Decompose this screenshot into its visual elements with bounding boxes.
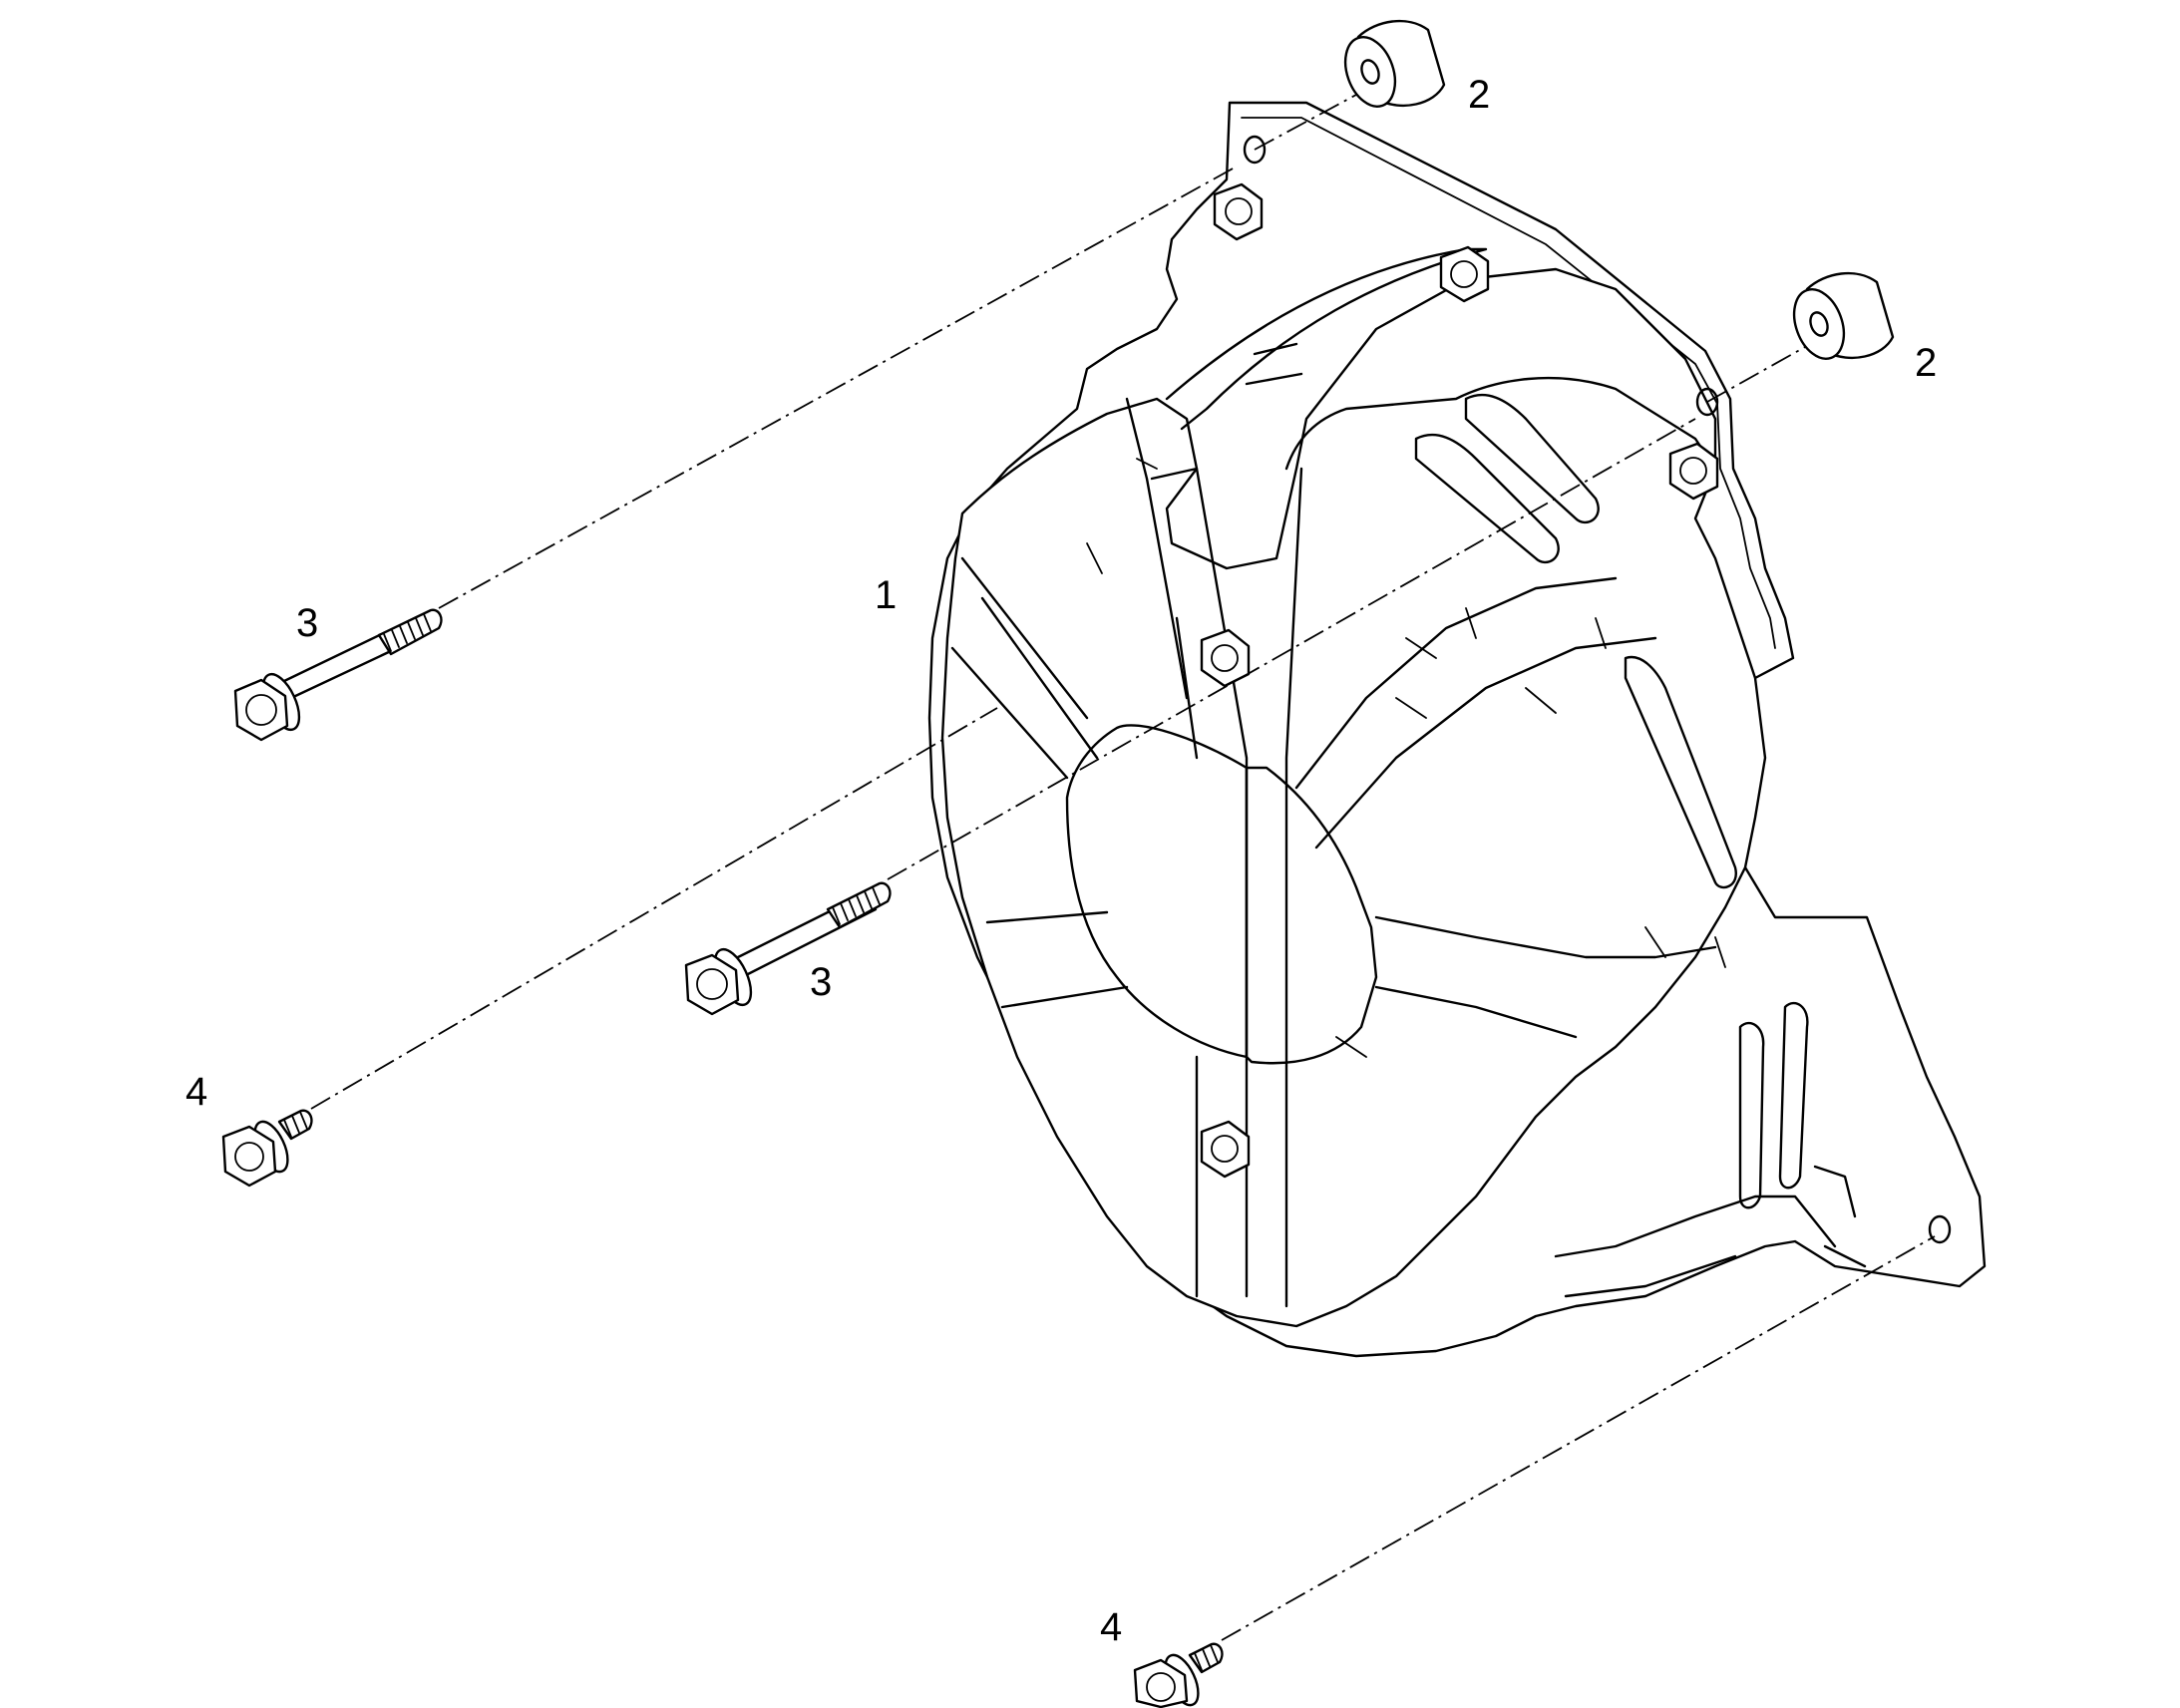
shield-center-cap xyxy=(1065,724,1249,1059)
center-line-lower-bolt xyxy=(887,418,1696,880)
rib-left-upper xyxy=(950,556,1099,780)
cooling-slot-6 xyxy=(1245,342,1303,386)
shield-bolt-right xyxy=(1668,442,1719,501)
vertical-strap-edge xyxy=(1125,397,1303,1308)
callout-shield: 1 xyxy=(875,573,897,617)
heat-shield-assembly xyxy=(927,101,1987,1358)
lower-deflector xyxy=(1554,1195,1837,1298)
shield-bolt-middle xyxy=(1200,628,1251,688)
rib-right-lower xyxy=(1374,915,1717,1039)
spacer-right xyxy=(1792,271,1895,360)
assembly-center-lines xyxy=(310,94,1936,1641)
short-bolt-left xyxy=(221,1109,313,1188)
shield-bolt-top-left xyxy=(1213,182,1264,241)
shield-bolt-top-center xyxy=(1439,245,1490,303)
callout-long-bolt-lower: 3 xyxy=(810,960,832,1004)
center-line-upper-bolt xyxy=(438,167,1236,609)
callout-short-bolt-left: 4 xyxy=(185,1070,207,1114)
upper-strap-band xyxy=(1284,376,1717,471)
shield-tick-marks xyxy=(1086,458,1726,1058)
plate-inner-edge xyxy=(1241,117,1776,649)
center-line-top-spacer xyxy=(1254,94,1357,151)
spacer-top xyxy=(1343,19,1446,108)
center-line-left-short-bolt xyxy=(310,707,998,1110)
cooling-slot-5 xyxy=(1778,1001,1809,1190)
deflector-ends xyxy=(1813,1165,1867,1268)
long-bolt-lower xyxy=(684,881,892,1016)
shield-bolt-lower xyxy=(1200,1120,1251,1179)
vertical-strap xyxy=(1150,467,1249,1298)
shield-cap-right xyxy=(1245,766,1378,1065)
mount-hole-top xyxy=(1243,135,1267,165)
rib-right-upper xyxy=(1294,576,1657,850)
cooling-slot-1 xyxy=(1414,433,1560,564)
mount-hole-bottom xyxy=(1928,1214,1952,1244)
rib-left-lower xyxy=(985,910,1129,1009)
mount-hole-right xyxy=(1695,387,1719,417)
callout-spacer-top: 2 xyxy=(1468,73,1490,117)
cooling-slot-2 xyxy=(1464,393,1600,524)
long-bolt-upper xyxy=(233,608,443,742)
callout-spacer-right: 2 xyxy=(1915,341,1937,385)
center-line-bottom-short-bolt xyxy=(1221,1235,1936,1641)
center-line-right-spacer xyxy=(1706,346,1806,403)
short-bolt-bottom xyxy=(1133,1642,1224,1708)
cooling-slot-3 xyxy=(1624,655,1737,889)
callout-short-bolt-bottom: 4 xyxy=(1100,1605,1122,1649)
callout-long-bolt-upper: 3 xyxy=(296,601,318,645)
